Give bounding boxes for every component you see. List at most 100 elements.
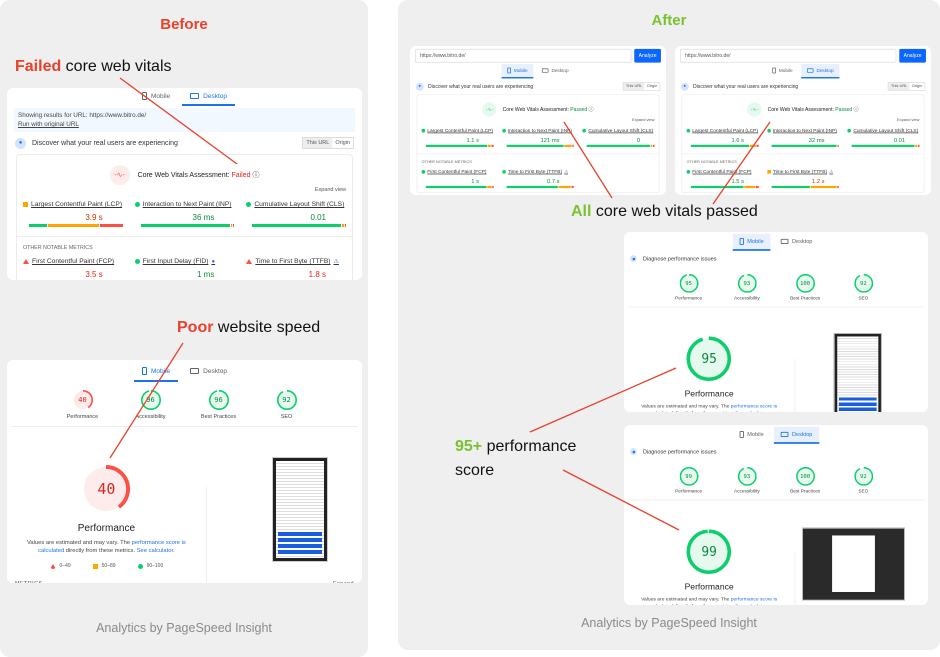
gauge-arc (679, 273, 699, 293)
score-gauge[interactable]: 96 (208, 390, 229, 410)
tab-desktop[interactable]: Desktop (801, 64, 840, 79)
performance-gauge[interactable]: 40 (82, 465, 131, 513)
tab-mobile[interactable]: Mobile (501, 64, 534, 79)
score-gauge[interactable]: 96 (140, 390, 161, 410)
metric-name[interactable]: Cumulative Layout Shift (CLS) (254, 201, 345, 208)
metric-name[interactable]: Time to First Byte (TTFB) (507, 169, 563, 175)
tab-mobile[interactable]: Mobile (134, 88, 178, 106)
run-original-url-link[interactable]: Run with original URL (18, 121, 79, 128)
metric-name[interactable]: Interaction to Next Paint (INP) (142, 201, 232, 208)
score-gauge[interactable]: 100 (795, 273, 815, 293)
tab-desktop[interactable]: Desktop (182, 88, 235, 106)
toggle-1[interactable]: Origin (646, 84, 658, 89)
metric-label[interactable]: Cumulative Layout Shift (CLS) (582, 128, 655, 134)
metric-label[interactable]: Interaction to Next Paint (INP) (134, 201, 235, 208)
metric-label[interactable]: Interaction to Next Paint (INP) (767, 128, 839, 133)
metric-name[interactable]: First Contentful Paint (FCP) (692, 169, 752, 175)
toggle-0[interactable]: This URL (303, 138, 333, 148)
see-calculator-link[interactable]: See calculator. (136, 548, 175, 554)
metric-label[interactable]: Time to First Byte (TTFB)⚠ (767, 169, 839, 174)
metric-name[interactable]: First Contentful Paint (FCP) (32, 258, 115, 265)
analyze-button[interactable]: Analyze (899, 48, 926, 63)
toggle-1[interactable]: Origin (911, 84, 923, 89)
metric-label[interactable]: Largest Contentful Paint (LCP) (23, 201, 123, 208)
toggle-0[interactable]: This URL (888, 82, 910, 90)
metric-name[interactable]: Largest Contentful Paint (LCP) (31, 201, 123, 208)
metric-label[interactable]: First Contentful Paint (FCP) (421, 169, 494, 175)
bar-segment-poor (233, 224, 235, 227)
metric-name[interactable]: Cumulative Layout Shift (CLS) (588, 128, 654, 134)
performance-gauge[interactable]: 95 (686, 336, 732, 382)
expand-view-link[interactable]: Expand view (314, 187, 346, 193)
tab-desktop[interactable]: Desktop (774, 234, 819, 251)
url-input[interactable]: https://www.bitro.de/ (415, 48, 632, 63)
metric: Cumulative Layout Shift (CLS)0.01 (246, 201, 347, 227)
url-input[interactable]: https://www.bitro.de/ (680, 48, 897, 63)
tab-mobile[interactable]: Mobile (767, 64, 799, 78)
score-gauge[interactable]: 92 (276, 390, 297, 410)
tab-mobile[interactable]: Mobile (732, 233, 771, 251)
metric-label[interactable]: Largest Contentful Paint (LCP) (421, 128, 494, 134)
metric-name[interactable]: Time to First Byte (TTFB) (772, 169, 828, 175)
performance-score-link[interactable]: performance score is calculated (651, 597, 778, 605)
metric-label[interactable]: Cumulative Layout Shift (CLS) (847, 128, 920, 134)
metric-label[interactable]: First Contentful Paint (FCP) (686, 169, 759, 175)
metric-name[interactable]: First Input Delay (FID) (142, 258, 209, 265)
score-gauge[interactable]: 99 (679, 466, 699, 486)
performance-score-link[interactable]: performance score is calculated (38, 540, 186, 554)
toggle-1[interactable]: Origin (335, 140, 350, 146)
gauge-score: 40 (97, 480, 116, 498)
score-gauge[interactable]: 40 (72, 390, 93, 410)
score-gauge[interactable]: 100 (795, 466, 815, 486)
metric-label[interactable]: Interaction to Next Paint (INP) (502, 128, 574, 133)
score-gauge[interactable]: 95 (679, 273, 699, 293)
score-gauge[interactable]: 92 (853, 466, 873, 486)
tab-desktop[interactable]: Desktop (773, 426, 820, 444)
metric-label[interactable]: Largest Contentful Paint (LCP) (686, 128, 759, 134)
metric-label[interactable]: Time to First Byte (TTFB)⚠ (246, 258, 346, 265)
analyze-button[interactable]: Analyze (634, 48, 661, 63)
performance-gauge[interactable]: 99 (686, 529, 732, 575)
expand-view-link[interactable]: Expand view (631, 118, 655, 123)
see-calculator-link[interactable]: See calculator. (735, 604, 768, 605)
metric-name[interactable]: Largest Contentful Paint (LCP) (427, 128, 493, 134)
metric-label[interactable]: Cumulative Layout Shift (CLS) (246, 201, 346, 208)
metric-label[interactable]: First Contentful Paint (FCP) (23, 258, 123, 265)
expand-link[interactable]: Expand (333, 581, 354, 583)
expand-view-link[interactable]: Expand view (896, 118, 920, 123)
tab-desktop[interactable]: Desktop (182, 362, 235, 382)
metric-name[interactable]: Interaction to Next Paint (INP) (772, 128, 837, 134)
toggle-0[interactable]: This URL (623, 82, 645, 90)
score-gauge[interactable]: 93 (737, 273, 757, 293)
metric-name[interactable]: First Contentful Paint (FCP) (427, 169, 487, 175)
see-calculator-link[interactable]: See calculator. (735, 411, 768, 412)
tab-mobile[interactable]: Mobile (133, 362, 179, 382)
score-gauge[interactable]: 93 (737, 466, 757, 486)
tab-desktop[interactable]: Desktop (536, 64, 574, 78)
metric-name[interactable]: Largest Contentful Paint (LCP) (692, 128, 758, 134)
metric-label[interactable]: First Input Delay (FID)● (134, 258, 235, 265)
assessment-status: Passed (570, 107, 588, 113)
tab-mobile[interactable]: Mobile (733, 427, 771, 444)
metric-name[interactable]: Interaction to Next Paint (INP) (507, 128, 572, 134)
metric-label[interactable]: Time to First Byte (TTFB)⚠ (502, 169, 574, 174)
score-gauge[interactable]: 92 (853, 273, 873, 293)
metric-name[interactable]: Cumulative Layout Shift (CLS) (853, 128, 919, 134)
metric-name[interactable]: Time to First Byte (TTFB) (255, 258, 331, 265)
